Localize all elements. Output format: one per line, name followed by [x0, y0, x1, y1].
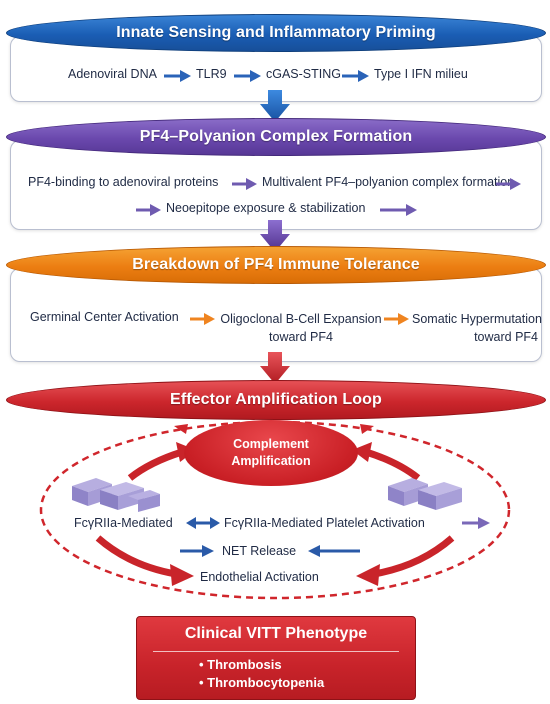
arrow-right-icon: [234, 70, 261, 82]
platelet-cluster-left-icon: [72, 478, 160, 512]
down-arrow-icon: [260, 352, 290, 384]
stage3-oligoclonal: Oligoclonal B-Cell Expansion toward PF4: [214, 310, 388, 346]
arrow-right-icon: [342, 70, 369, 82]
complement-line2: Amplification: [231, 454, 311, 468]
arrow-right-icon: [232, 178, 257, 190]
clinical-item: • Thrombocytopenia: [199, 675, 325, 690]
platelet-cluster-right-icon: [388, 478, 462, 510]
stage4-title: Effector Amplification Loop: [170, 391, 382, 408]
complement-amplification-node: Complement Amplification: [184, 420, 358, 486]
stage1-header: Innate Sensing and Inflammatory Priming: [6, 14, 546, 52]
clinical-item-thrombosis: Thrombosis: [207, 657, 282, 672]
complement-line1: Complement: [233, 437, 309, 451]
arrow-right-icon: [190, 313, 215, 325]
clinical-title: Clinical VITT Phenotype: [184, 625, 368, 642]
loop-arrow-left-end: [174, 424, 188, 434]
endothelial-activation: Endothelial Activation: [200, 570, 319, 584]
clinical-divider: [153, 651, 399, 652]
stage2-pf4-binding: PF4-binding to adenoviral proteins: [28, 175, 219, 189]
stage4-header: Effector Amplification Loop: [6, 380, 546, 420]
stage2-title: PF4–Polyanion Complex Formation: [139, 128, 413, 145]
arrow-right-icon: [384, 313, 409, 325]
stage3-somatic-line2: toward PF4: [474, 330, 538, 344]
stage2-header: PF4–Polyanion Complex Formation: [6, 118, 546, 156]
down-arrow-icon: [260, 90, 290, 122]
clinical-item-thrombocytopenia: Thrombocytopenia: [207, 675, 325, 690]
fc-mediated-left: FcγRIIa-Mediated: [74, 516, 173, 530]
stage1-step-type1-ifn: Type I IFN milieu: [374, 67, 468, 81]
stage3-oligoclonal-line1: Oligoclonal B-Cell Expansion: [220, 312, 382, 326]
stage2-complex-formation: Multivalent PF4–polyanion complex format…: [262, 175, 515, 189]
stage3-somatic-hypermutation: Somatic Hypermutation toward PF4: [412, 310, 542, 346]
stage3-header: Breakdown of PF4 Immune Tolerance: [6, 246, 546, 284]
arrow-right-to-complement: [364, 448, 421, 481]
arrow-left-to-complement: [127, 448, 184, 481]
clinical-item: • Thrombosis: [199, 657, 282, 672]
stage1-step-adenoviral-dna: Adenoviral DNA: [68, 67, 157, 81]
fc-mediated-platelet-activation: FcγRIIa-Mediated Platelet Activation: [224, 516, 425, 530]
arrow-left-to-endothelial: [95, 535, 177, 578]
stage1-title: Innate Sensing and Inflammatory Priming: [116, 24, 436, 41]
stage3-title: Breakdown of PF4 Immune Tolerance: [132, 256, 420, 273]
stage2-neoepitope: Neoepitope exposure & stabilization: [166, 201, 366, 215]
arrow-right-icon: [164, 70, 191, 82]
stage3-germinal-center: Germinal Center Activation: [30, 310, 179, 324]
loop-arrow-right-end: [360, 424, 374, 434]
net-release: NET Release: [222, 544, 297, 558]
arrow-right-to-endothelial: [373, 535, 455, 578]
down-arrow-icon: [260, 220, 290, 252]
stage3-oligoclonal-line2: toward PF4: [269, 330, 333, 344]
stage3-somatic-line1: Somatic Hypermutation: [412, 312, 542, 326]
stage1-step-tlr9: TLR9: [196, 67, 227, 81]
clinical-phenotype-box: Clinical VITT Phenotype • Thrombosis • T…: [136, 616, 416, 700]
stage1-step-cgas-sting: cGAS-STING: [266, 67, 342, 81]
arrow-right-icon: [380, 204, 417, 216]
arrow-right-icon: [496, 178, 521, 190]
arrow-right-icon: [136, 204, 161, 216]
